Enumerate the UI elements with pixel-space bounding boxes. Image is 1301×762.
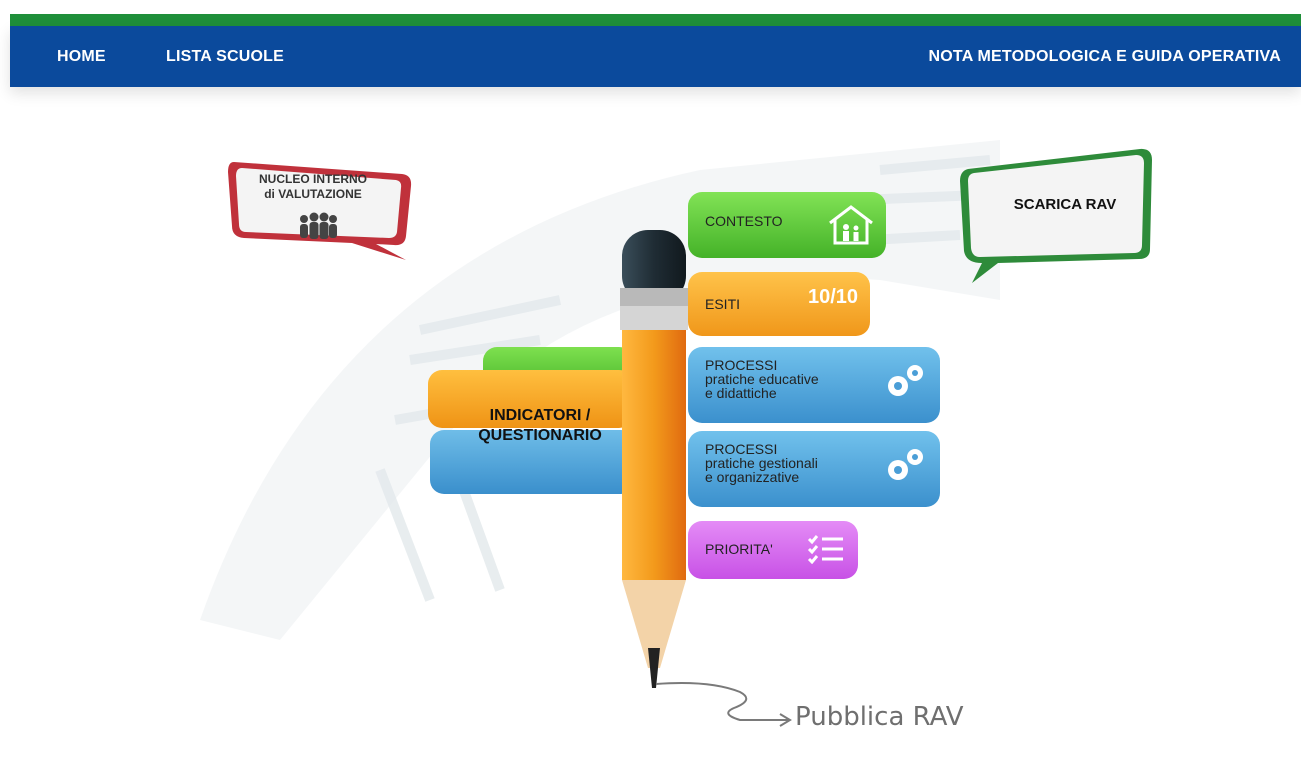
scarica-rav-label: SCARICA RAV [1013,196,1117,213]
nucleo-interno-bubble[interactable] [226,158,414,260]
arrow-to-pubblica [655,682,792,727]
processi1-line2: pratiche educative [705,371,819,387]
gears-icon [888,365,923,396]
processi2-line2: pratiche gestionali [705,455,818,471]
contesto-banner[interactable] [688,192,886,258]
pencil-illustration [620,230,688,688]
nav-home-link[interactable]: HOME [57,48,106,65]
processi1-line3: e didattiche [705,385,777,401]
pubblica-rav-link[interactable]: Pubblica RAV [795,702,964,732]
nucleo-line2: di VALUTAZIONE [264,187,362,201]
esiti-banner[interactable] [688,272,870,336]
indicatori-orange-tab [428,370,633,428]
esiti-badge: 10/10 [808,286,859,308]
indicatori-questionario-label: INDICATORI / QUESTIONARIO [445,406,635,446]
nav-nota-metodologica-link[interactable]: NOTA METODOLOGICA E GUIDA OPERATIVA [928,48,1281,65]
processi-gestionali-label: PROCESSI pratiche gestionali e organizza… [705,442,818,484]
priorita-label: PRIORITA' [705,541,773,557]
scarica-rav-bubble[interactable] [958,147,1154,285]
processi2-line3: e organizzative [705,469,800,485]
contesto-label: CONTESTO [705,213,783,229]
processi-educative-label: PROCESSI pratiche educative e didattiche [705,358,819,400]
people-group-icon [300,212,337,239]
nucleo-interno-label: NUCLEO INTERNO di VALUTAZIONE [247,172,379,202]
checklist-icon [807,535,843,564]
top-green-stripe [10,14,1301,26]
indicatori-line1: INDICATORI / [489,407,591,424]
processi1-title: PROCESSI [705,357,778,373]
gears-icon [888,449,923,480]
esiti-label: ESITI [705,296,741,312]
navbar: HOME LISTA SCUOLE NOTA METODOLOGICA E GU… [10,26,1301,87]
processi2-title: PROCESSI [705,441,778,457]
nucleo-line1: NUCLEO INTERNO [259,172,367,186]
nav-lista-scuole-link[interactable]: LISTA SCUOLE [166,48,284,65]
indicatori-line2: QUESTIONARIO [478,427,602,444]
indicatori-blue-tab[interactable] [430,430,635,494]
family-house-icon [829,205,873,245]
